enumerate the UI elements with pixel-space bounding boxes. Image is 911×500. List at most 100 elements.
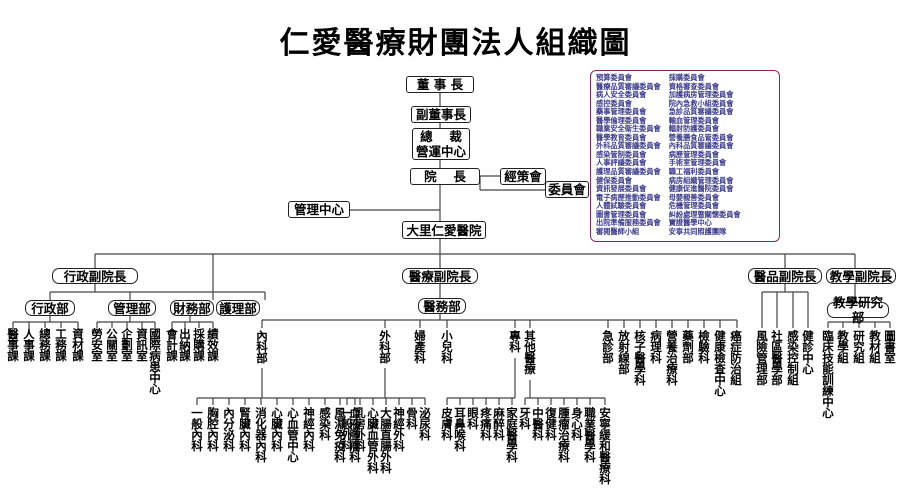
committee-item: 醫學教育委員會 xyxy=(596,132,647,142)
committee-item: 手術室管理委員會 xyxy=(668,158,727,168)
unit-label: 職業醫學科 xyxy=(583,407,597,462)
committees-right-column: 採購委員會資格審查委員會加護病房管理委員會院內急救小組委員會急診品質審議委員會輸… xyxy=(668,73,741,238)
committee-item: 採購委員會 xyxy=(668,73,705,82)
unit-label: 心臟血管外科 xyxy=(366,407,380,473)
unit-label: 急診部 xyxy=(601,330,615,363)
unit-label: 安寧緩和醫療科 xyxy=(598,407,612,484)
pharma-vp-box: 醫品副院長 xyxy=(748,268,822,284)
unit-label: 感染科 xyxy=(318,407,332,440)
unit-label: 病理科 xyxy=(649,330,663,363)
unit-label: 腎臟內科 xyxy=(238,407,252,451)
committee-item: 醫學倫理委員會 xyxy=(596,115,647,125)
unit-label: 資材課 xyxy=(71,328,85,361)
committee-item: 審閱醫師小組 xyxy=(596,226,640,236)
unit-label: 研究組 xyxy=(852,330,866,363)
unit-label: 藥劑部 xyxy=(681,330,695,363)
medical-affairs-dept-box: 醫務部 xyxy=(418,298,466,314)
unit-label: 勞安室 xyxy=(90,328,104,361)
committee-item: 電子病歷推動委員會 xyxy=(596,192,661,202)
unit-label: 身心科 xyxy=(570,407,584,440)
unit-label: 血液腫瘤科 xyxy=(348,407,362,462)
superintendent-box: 院 長 xyxy=(410,168,480,185)
unit-label: 眼科 xyxy=(466,407,480,429)
unit-label: 教學組 xyxy=(836,330,850,363)
unit-label: 風險管理部 xyxy=(755,330,769,385)
unit-label: 小兒科 xyxy=(440,330,454,363)
committee-item: 糾紛處理暨關懷委員會 xyxy=(668,209,741,219)
unit-label: 放射線部 xyxy=(617,330,631,374)
hospital-box: 大里仁愛醫院 xyxy=(402,221,486,239)
committee-item: 外科品質審議委員會 xyxy=(596,141,661,151)
committee-item: 職業安全衛生委員會 xyxy=(596,124,661,134)
policy-council-box: 經策會 xyxy=(500,168,546,185)
unit-label: 感染控制組 xyxy=(786,330,800,385)
unit-label: 檢驗科 xyxy=(697,330,711,363)
unit-label: 麻醉科 xyxy=(492,407,506,440)
committee-item: 藥事管理委員會 xyxy=(596,107,647,117)
unit-label: 內科部 xyxy=(255,330,269,363)
committee-item: 內科品質審議委員會 xyxy=(668,141,734,151)
unit-label: 健診中心 xyxy=(801,330,815,374)
committee-item: 病歷管理委員會 xyxy=(668,149,720,159)
unit-label: 健康檢查中心 xyxy=(713,330,727,396)
mgmt-dept-box: 管理部 xyxy=(108,300,156,316)
president-box: 總 裁 營運中心 xyxy=(412,128,470,160)
unit-label: 神經內科 xyxy=(302,407,316,451)
unit-label: 乳房外科 xyxy=(353,407,367,451)
unit-label: 婦產科 xyxy=(413,330,427,363)
teaching-vp-box: 教學副院長 xyxy=(826,268,896,284)
unit-label: 國際病患中心 xyxy=(148,328,162,394)
unit-label: 泌尿科 xyxy=(418,407,432,440)
committee-item: 職工福利委員會 xyxy=(668,167,720,177)
unit-label: 人事課 xyxy=(22,328,36,361)
unit-label: 臨床技能訓練中心 xyxy=(821,330,835,418)
committee-item: 危機管理委員會 xyxy=(668,201,720,211)
committee-item: 健保委員會 xyxy=(596,175,632,185)
committee-item: 資訊發展委員會 xyxy=(596,184,647,194)
committee-item: 加護病房管理委員會 xyxy=(668,90,734,100)
unit-label: 外科部 xyxy=(378,330,392,363)
unit-label: 圖書室 xyxy=(883,330,897,363)
unit-label: 教材組 xyxy=(868,330,882,363)
unit-label: 風濕免疫科 xyxy=(333,407,347,462)
unit-label: 會計課 xyxy=(165,328,179,361)
committee-item: 實證醫學中心 xyxy=(668,218,712,228)
finance-dept-box: 財務部 xyxy=(170,300,214,316)
committee-item: 感染管制委員會 xyxy=(596,149,647,159)
committee-item: 預算委員會 xyxy=(596,73,632,82)
committee-item: 圖書管理委員會 xyxy=(596,209,647,219)
committee-item: 急診品質審議委員會 xyxy=(668,107,734,117)
committee-item: 病人安全委員會 xyxy=(596,90,647,100)
committee-item: 病房組織管理委員會 xyxy=(668,175,734,185)
unit-label: 復健科 xyxy=(544,407,558,440)
committee-item: 安寧共同照護團隊 xyxy=(668,226,727,236)
vice-chairman-box: 副董事長 xyxy=(411,106,471,123)
unit-label: 一般外科 xyxy=(340,407,354,451)
committee-item: 醫療品質審議委員會 xyxy=(596,81,661,91)
nursing-dept-box: 護理部 xyxy=(216,300,260,316)
unit-label: 一般內科 xyxy=(190,407,204,451)
unit-label: 腫瘤治療科 xyxy=(557,407,571,462)
unit-label: 胸腔內科 xyxy=(206,407,220,451)
unit-label: 總務課 xyxy=(38,328,52,361)
committee-item: 輸血管理委員會 xyxy=(668,115,720,125)
committee-item: 院內急救小組委員會 xyxy=(668,98,734,108)
unit-label: 家庭醫學科 xyxy=(505,407,519,462)
unit-label: 社區醫學部 xyxy=(770,330,784,385)
unit-label: 醫事課 xyxy=(6,328,20,361)
unit-label: 營養治療科 xyxy=(665,330,679,385)
unit-label: 癌症防治組 xyxy=(729,330,743,385)
unit-label: 公關室 xyxy=(105,328,119,361)
unit-label: 神經外科 xyxy=(392,407,406,451)
committee-item: 人體試驗委員會 xyxy=(596,201,647,211)
committee-item: 人事評議委員會 xyxy=(596,158,647,168)
teaching-research-dept-box: 教學研究部 xyxy=(827,295,889,325)
admin-vp-box: 行政副院長 xyxy=(52,268,138,284)
unit-label: 工務課 xyxy=(54,328,68,361)
unit-label: 其他醫療 xyxy=(523,330,537,374)
unit-label: 企劃室 xyxy=(120,328,134,361)
unit-label: 心臟內科 xyxy=(270,407,284,451)
committee-item: 資格審查委員會 xyxy=(668,81,720,91)
management-center-box: 管理中心 xyxy=(288,201,350,218)
